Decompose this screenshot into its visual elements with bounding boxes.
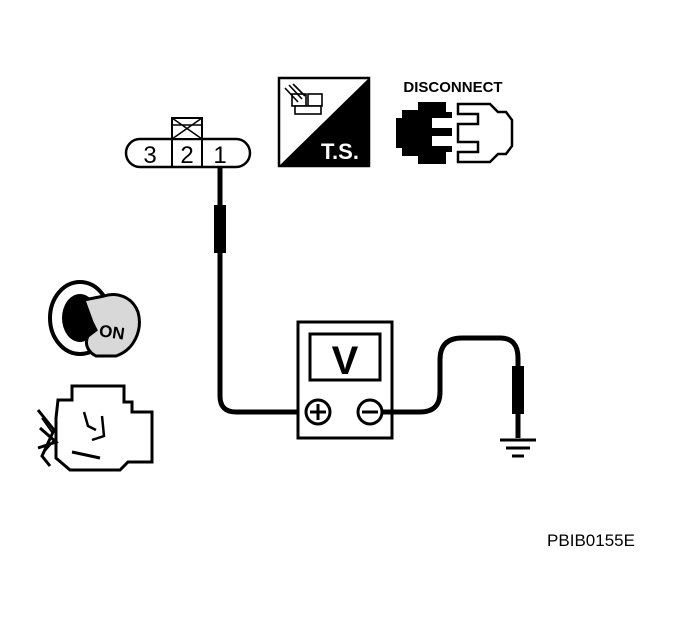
ignition-on-label: ON xyxy=(98,321,126,343)
ground-test-lead xyxy=(382,335,536,458)
voltmeter-label: V xyxy=(332,339,359,383)
disconnect-label: DISCONNECT xyxy=(403,79,502,96)
ts-label: T.S. xyxy=(321,139,359,164)
voltmeter: V xyxy=(296,320,394,440)
positive-test-lead xyxy=(214,167,316,415)
figure-code: PBIB0155E xyxy=(547,531,635,550)
engine-icon xyxy=(36,384,154,472)
disconnect-icon: DISCONNECT xyxy=(396,79,514,164)
connector-pin-1: 1 xyxy=(213,142,226,169)
ts-icon: T.S. xyxy=(277,76,371,168)
harness-connector: 3 2 1 xyxy=(124,117,252,169)
ground-symbol-icon xyxy=(500,438,536,458)
connector-pin-3: 3 xyxy=(143,142,156,169)
ignition-key-icon: ON xyxy=(48,280,141,358)
connector-pin-2: 2 xyxy=(180,142,193,169)
